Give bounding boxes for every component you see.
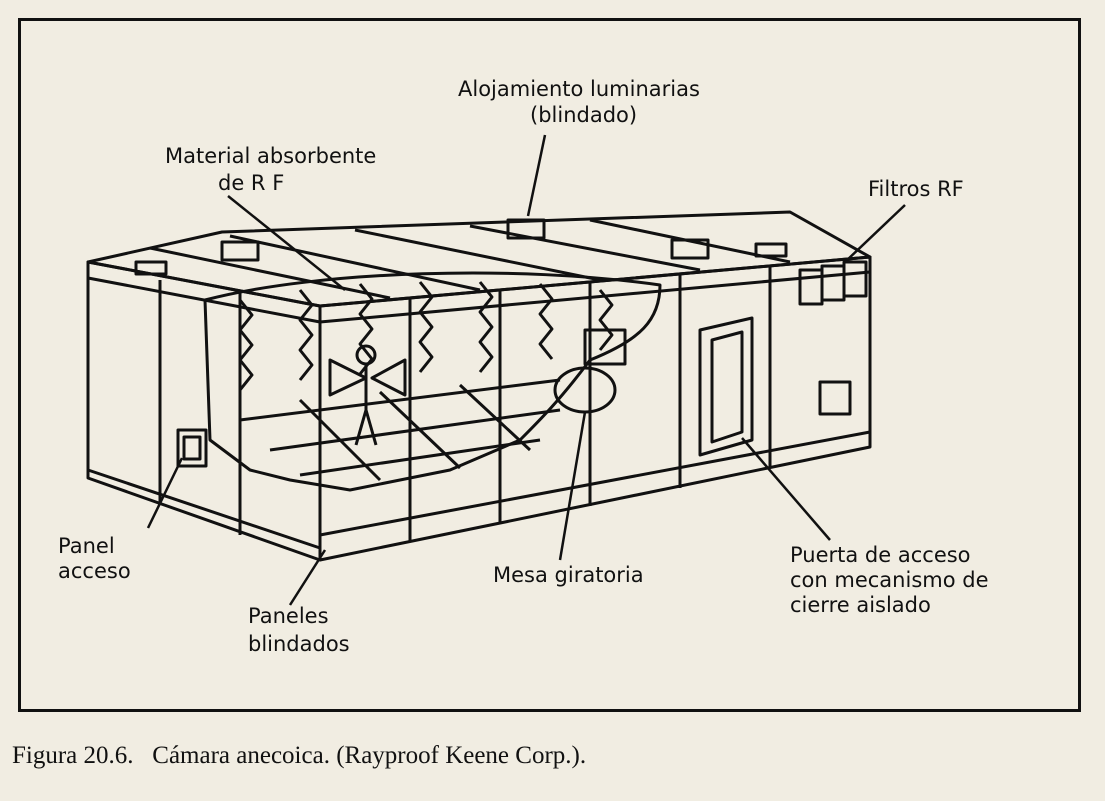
chamber-front-wall <box>318 255 872 562</box>
access-door <box>698 316 754 457</box>
antenna-right <box>370 358 407 397</box>
rf-filter-1 <box>798 268 824 306</box>
light-housing-2 <box>506 218 546 240</box>
label-absorbente-2: de R F <box>218 171 284 195</box>
caption-text: Cámara anecoica. (Rayproof Keene Corp.). <box>152 742 587 769</box>
caption-number: Figura 20.6. <box>12 742 134 769</box>
turntable <box>553 366 617 414</box>
diagram-labels: Alojamiento luminarias (blindado) Materi… <box>58 77 989 656</box>
label-puerta-2: con mecanismo de <box>790 568 989 592</box>
label-filtros: Filtros RF <box>868 177 964 201</box>
test-equipment <box>583 328 627 366</box>
operator-figure <box>355 344 377 366</box>
rf-absorber <box>238 299 254 391</box>
label-puerta-1: Puerta de acceso <box>790 543 971 567</box>
cutaway-edge <box>203 271 662 492</box>
label-luminarias-1: Alojamiento luminarias <box>458 77 700 101</box>
rf-filter-3 <box>842 260 868 298</box>
label-paneles-1: Paneles <box>248 604 329 628</box>
label-paneles-2: blindados <box>248 632 350 656</box>
light-housing-3 <box>670 238 710 260</box>
label-mesa: Mesa giratoria <box>493 563 644 587</box>
label-panel-acceso-2: acceso <box>58 559 131 583</box>
label-luminarias-2: (blindado) <box>530 103 637 127</box>
figure-frame <box>18 18 1081 712</box>
figure-caption: Figura 20.6. Cámara anecoica. (Rayproof … <box>12 742 586 770</box>
label-absorbente-1: Material absorbente <box>165 144 376 168</box>
label-panel-acceso-1: Panel <box>58 534 115 558</box>
antenna-left <box>328 358 368 397</box>
label-puerta-3: cierre aislado <box>790 593 931 617</box>
light-housing-1 <box>220 240 260 262</box>
rf-filter-2 <box>820 264 846 302</box>
access-panel <box>176 428 208 468</box>
